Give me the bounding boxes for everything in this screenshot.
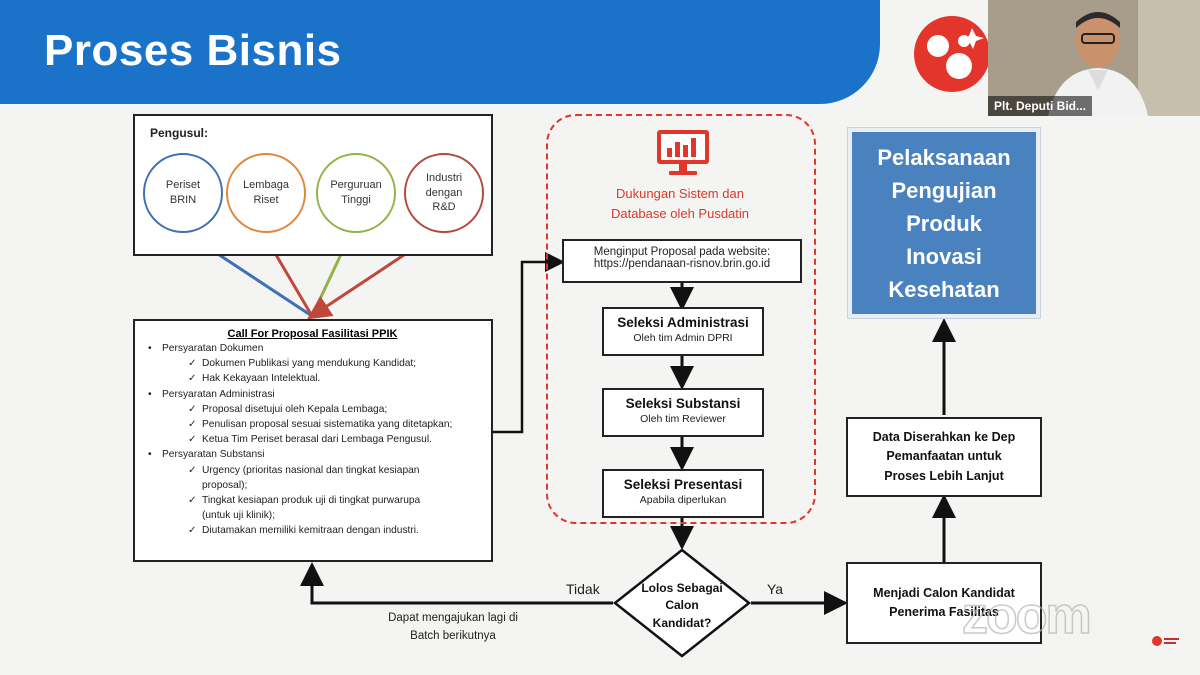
handover-line: Pemanfaatan untuk xyxy=(886,449,1002,464)
cfp-line-text: Diutamakan memiliki kemitraan dengan ind… xyxy=(202,525,419,537)
step-subtitle: Oleh tim Admin DPRI xyxy=(633,332,733,344)
implementation-box: Pelaksanaan Pengujian Produk Inovasi Kes… xyxy=(848,128,1040,318)
cfp-line-text: Persyaratan Dokumen xyxy=(162,343,264,354)
participant-name: Plt. Deputi Bid... xyxy=(988,96,1092,116)
checkmark-icon: ✓ xyxy=(188,464,197,476)
step-subtitle: Oleh tim Reviewer xyxy=(640,413,726,425)
cfp-line-text: Persyaratan Administrasi xyxy=(162,388,275,400)
handover-line: Data Diserahkan ke Dep xyxy=(872,429,1016,444)
cfp-title: Call For Proposal Fasilitasi PPIK xyxy=(227,328,398,340)
decision-question: Lolos Sebagai Calon Kandidat? xyxy=(620,580,744,632)
cfp-line-text: Ketua Tim Periset berasal dari Lembaga P… xyxy=(202,434,432,446)
zoom-watermark: zoom xyxy=(961,586,1092,646)
candidate-box: Menjadi Calon Kandidat Penerima Fasilita… xyxy=(846,562,1042,644)
circle-label: Perguruan xyxy=(330,179,382,192)
pusdatin-support-area xyxy=(546,114,816,524)
checkmark-icon: ✓ xyxy=(188,403,197,415)
circle-label: Lembaga xyxy=(243,179,289,192)
cfp-line-text: Penulisan proposal sesuai sistematika ya… xyxy=(202,419,453,430)
decision-line: Lolos Sebagai xyxy=(641,581,723,595)
input-step-text: Menginput Proposal pada website: xyxy=(593,246,771,258)
handover-box: Data Diserahkan ke Dep Pemanfaatan untuk… xyxy=(846,417,1042,497)
monitor-chart-icon xyxy=(657,130,709,175)
note-line: Dapat mengajukan lagi di xyxy=(388,612,518,624)
retry-note: Dapat mengajukan lagi di Batch berikutny… xyxy=(358,609,548,646)
participant-video[interactable]: Plt. Deputi Bid... xyxy=(988,0,1200,116)
checkmark-icon: ✓ xyxy=(188,373,197,385)
checkmark-icon: ✓ xyxy=(188,495,197,506)
yes-label: Ya xyxy=(767,581,784,597)
checkmark-icon: ✓ xyxy=(188,434,197,446)
support-line: Database oleh Pusdatin xyxy=(610,205,750,221)
cfp-line-text: Proposal disetujui oleh Kepala Lembaga; xyxy=(202,403,388,415)
circle-label: R&D xyxy=(432,201,456,214)
seleksi-substansi-step: Seleksi Substansi Oleh tim Reviewer xyxy=(602,388,764,437)
step-title: Seleksi Substansi xyxy=(625,396,741,411)
no-label: Tidak xyxy=(566,581,600,597)
implementation-line: Inovasi xyxy=(906,243,982,269)
cfp-line-text: Urgency (prioritas nasional dan tingkat … xyxy=(202,464,420,476)
note-line: Batch berikutnya xyxy=(410,630,496,643)
step-title: Seleksi Administrasi xyxy=(617,315,749,330)
pengusul-label: Pengusul: xyxy=(150,126,209,140)
candidate-line: Menjadi Calon Kandidat xyxy=(873,585,1015,600)
circle-label: dengan xyxy=(425,186,463,199)
step-subtitle: Apabila diperlukan xyxy=(639,494,727,506)
circle-label: BRIN xyxy=(169,194,197,206)
input-proposal-step: Menginput Proposal pada website: https:/… xyxy=(562,239,802,283)
bullet-icon: • xyxy=(148,343,152,354)
circle-label: Tinggi xyxy=(341,194,371,206)
title-banner xyxy=(0,0,880,104)
implementation-line: Pelaksanaan xyxy=(877,144,1011,170)
checkmark-icon: ✓ xyxy=(188,525,197,537)
circle-label: Industri xyxy=(425,171,463,184)
decision-line: Calon xyxy=(665,598,699,613)
decision-diamond xyxy=(613,548,751,658)
bullet-icon: • xyxy=(148,388,152,400)
handover-line: Proses Lebih Lanjut xyxy=(884,468,1004,483)
circle-label: Periset xyxy=(165,179,201,192)
proposal-website-url: https://pendanaan-risnov.brin.go.id xyxy=(593,258,771,270)
support-line: Dukungan Sistem dan xyxy=(616,186,744,201)
cfp-line-text: Persyaratan Substansi xyxy=(162,449,265,461)
pusdatin-support-text: Dukungan Sistem dan Database oleh Pusdat… xyxy=(560,184,800,223)
circle-label: Riset xyxy=(253,194,279,206)
candidate-line: Penerima Fasilitas xyxy=(889,605,999,619)
brin-logo-icon xyxy=(914,16,990,92)
decision-line: Kandidat? xyxy=(652,615,712,630)
implementation-line: Pengujian xyxy=(891,177,997,203)
cfp-line-text: Tingkat kesiapan produk uji di tingkat p… xyxy=(202,495,421,506)
seleksi-presentasi-step: Seleksi Presentasi Apabila diperlukan xyxy=(602,469,764,518)
step-title: Seleksi Presentasi xyxy=(623,477,743,492)
implementation-line: Produk xyxy=(906,210,982,236)
implementation-line: Kesehatan xyxy=(888,276,1000,302)
cfp-line-text: Dokumen Publikasi yang mendukung Kandida… xyxy=(202,358,417,370)
cfp-line-text: Hak Kekayaan Intelektual. xyxy=(202,373,321,385)
cfp-line-text: (untuk uji klinik); xyxy=(202,510,276,522)
seleksi-administrasi-step: Seleksi Administrasi Oleh tim Admin DPRI xyxy=(602,307,764,356)
checkmark-icon: ✓ xyxy=(188,358,197,370)
call-for-proposal-box xyxy=(133,319,493,562)
page-title: Proses Bisnis xyxy=(44,26,342,75)
brin-small-logo-icon xyxy=(1152,636,1179,646)
participant-avatar xyxy=(988,0,1200,116)
bullet-icon: • xyxy=(148,449,152,461)
checkmark-icon: ✓ xyxy=(188,419,197,430)
cfp-line-text: proposal); xyxy=(202,479,248,491)
